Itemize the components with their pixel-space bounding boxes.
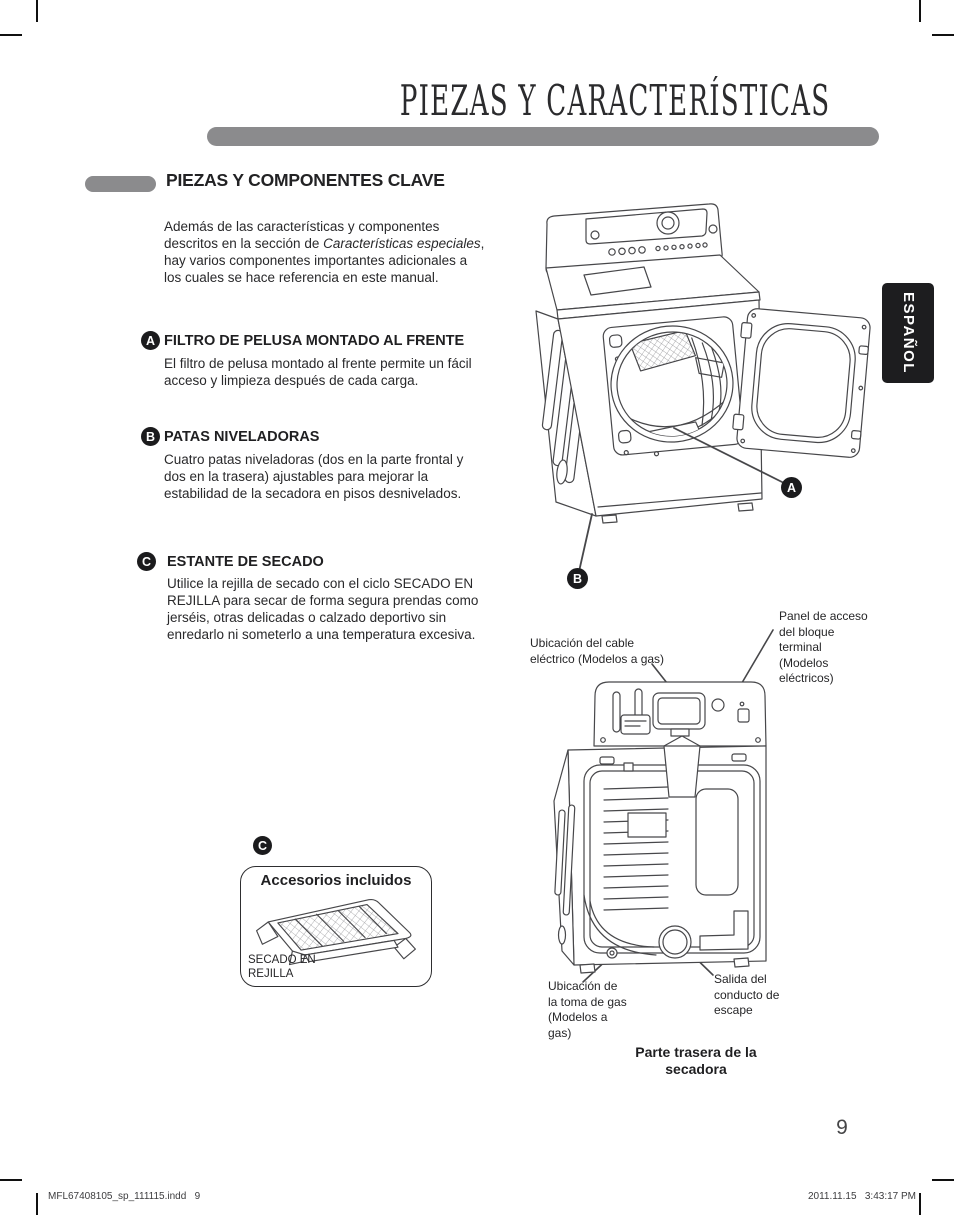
- drum-interior: [622, 329, 731, 441]
- accessories-c-badge: C: [253, 836, 272, 855]
- door-hinge-bottom: [732, 413, 745, 431]
- section-heading: PIEZAS Y COMPONENTES CLAVE: [166, 170, 445, 190]
- door-hinge-top: [740, 322, 753, 339]
- item-c-badge: C: [137, 552, 156, 571]
- rack-leg-left: [256, 921, 279, 945]
- drying-rack-illustration: [256, 898, 416, 966]
- language-tab-espanol: ESPAÑOL: [882, 283, 934, 383]
- item-b-badge: B: [141, 427, 160, 446]
- rating-label: [627, 812, 667, 838]
- callout-line-a: [673, 427, 791, 487]
- item-a-title: FILTRO DE PELUSA MONTADO AL FRENTE: [164, 333, 465, 349]
- top-deck: [545, 254, 761, 320]
- service-panel: [695, 788, 739, 896]
- crop-mark-top-left-h: [0, 34, 22, 36]
- page-number: 9: [836, 1116, 848, 1139]
- print-filename: MFL67408105_sp_111115.indd 9: [48, 1191, 201, 1202]
- callout-label-gas-inlet: Ubicación de la toma de gas (Modelos a g…: [548, 979, 627, 1040]
- duct-bracket: [699, 910, 749, 951]
- crop-mark-bottom-right-h: [932, 1179, 954, 1181]
- callout-label-power-cord: Ubicación del cable eléctrico (Modelos a…: [530, 636, 665, 666]
- cord-funnel: [663, 735, 701, 798]
- intro-text-italic: Características especiales: [323, 236, 481, 252]
- item-a-badge: A: [141, 331, 160, 350]
- language-tab-label: ESPAÑOL: [900, 292, 917, 374]
- accessories-title: Accesorios incluidos: [260, 872, 412, 889]
- front-callout-a-badge: A: [781, 477, 802, 498]
- crop-mark-bottom-left-h: [0, 1179, 22, 1181]
- item-c-title: ESTANTE DE SECADO: [167, 554, 324, 570]
- intro-paragraph: Además de las características y componen…: [164, 218, 488, 287]
- crop-mark-top-left-v: [36, 0, 38, 22]
- rack-foot-front: [288, 950, 306, 966]
- dryer-front-illustration: [535, 203, 871, 577]
- control-panel: [545, 203, 723, 275]
- item-c-body: Utilice la rejilla de secado con el cicl…: [167, 576, 479, 643]
- intro-text-2: , hay varios componentes importantes adi…: [164, 236, 485, 286]
- callout-label-exhaust: Salida del conducto de escape: [714, 972, 780, 1018]
- intro-text-1: Además de las características y componen…: [164, 219, 440, 252]
- item-a-body: El filtro de pelusa montado al frente pe…: [164, 356, 472, 389]
- page-title: PIEZAS Y CARACTERÍSTICAS: [399, 76, 830, 125]
- section-heading-pill: [85, 176, 156, 192]
- title-underline-bar: [207, 127, 879, 146]
- front-callout-b-badge: B: [567, 568, 588, 589]
- item-b-body: Cuatro patas niveladoras (dos en la part…: [164, 452, 464, 502]
- callout-label-terminal-block: Panel de acceso del bloque terminal (Mod…: [779, 609, 868, 686]
- rack-cycle-label: SECADO EN REJILLA: [248, 954, 316, 981]
- crop-mark-top-right-h: [932, 34, 954, 36]
- callout-line-b: [577, 513, 593, 577]
- rear-top-panel: [593, 681, 767, 747]
- dryer-rear-illustration: [553, 629, 774, 983]
- dryer-door: [732, 308, 871, 458]
- crop-mark-bottom-right-v: [919, 1193, 921, 1215]
- crop-mark-bottom-left-v: [36, 1193, 38, 1215]
- rack-leg-right: [393, 937, 416, 960]
- crop-mark-top-right-v: [919, 0, 921, 22]
- accessories-box: Accesorios incluidos SECADO EN REJILLA: [240, 866, 432, 987]
- print-timestamp: 2011.11.15 3:43:17 PM: [807, 1191, 916, 1202]
- drum-opening: [602, 316, 744, 457]
- item-b-title: PATAS NIVELADORAS: [164, 429, 320, 445]
- rear-diagram-caption: Parte trasera de la secadora: [635, 1044, 757, 1078]
